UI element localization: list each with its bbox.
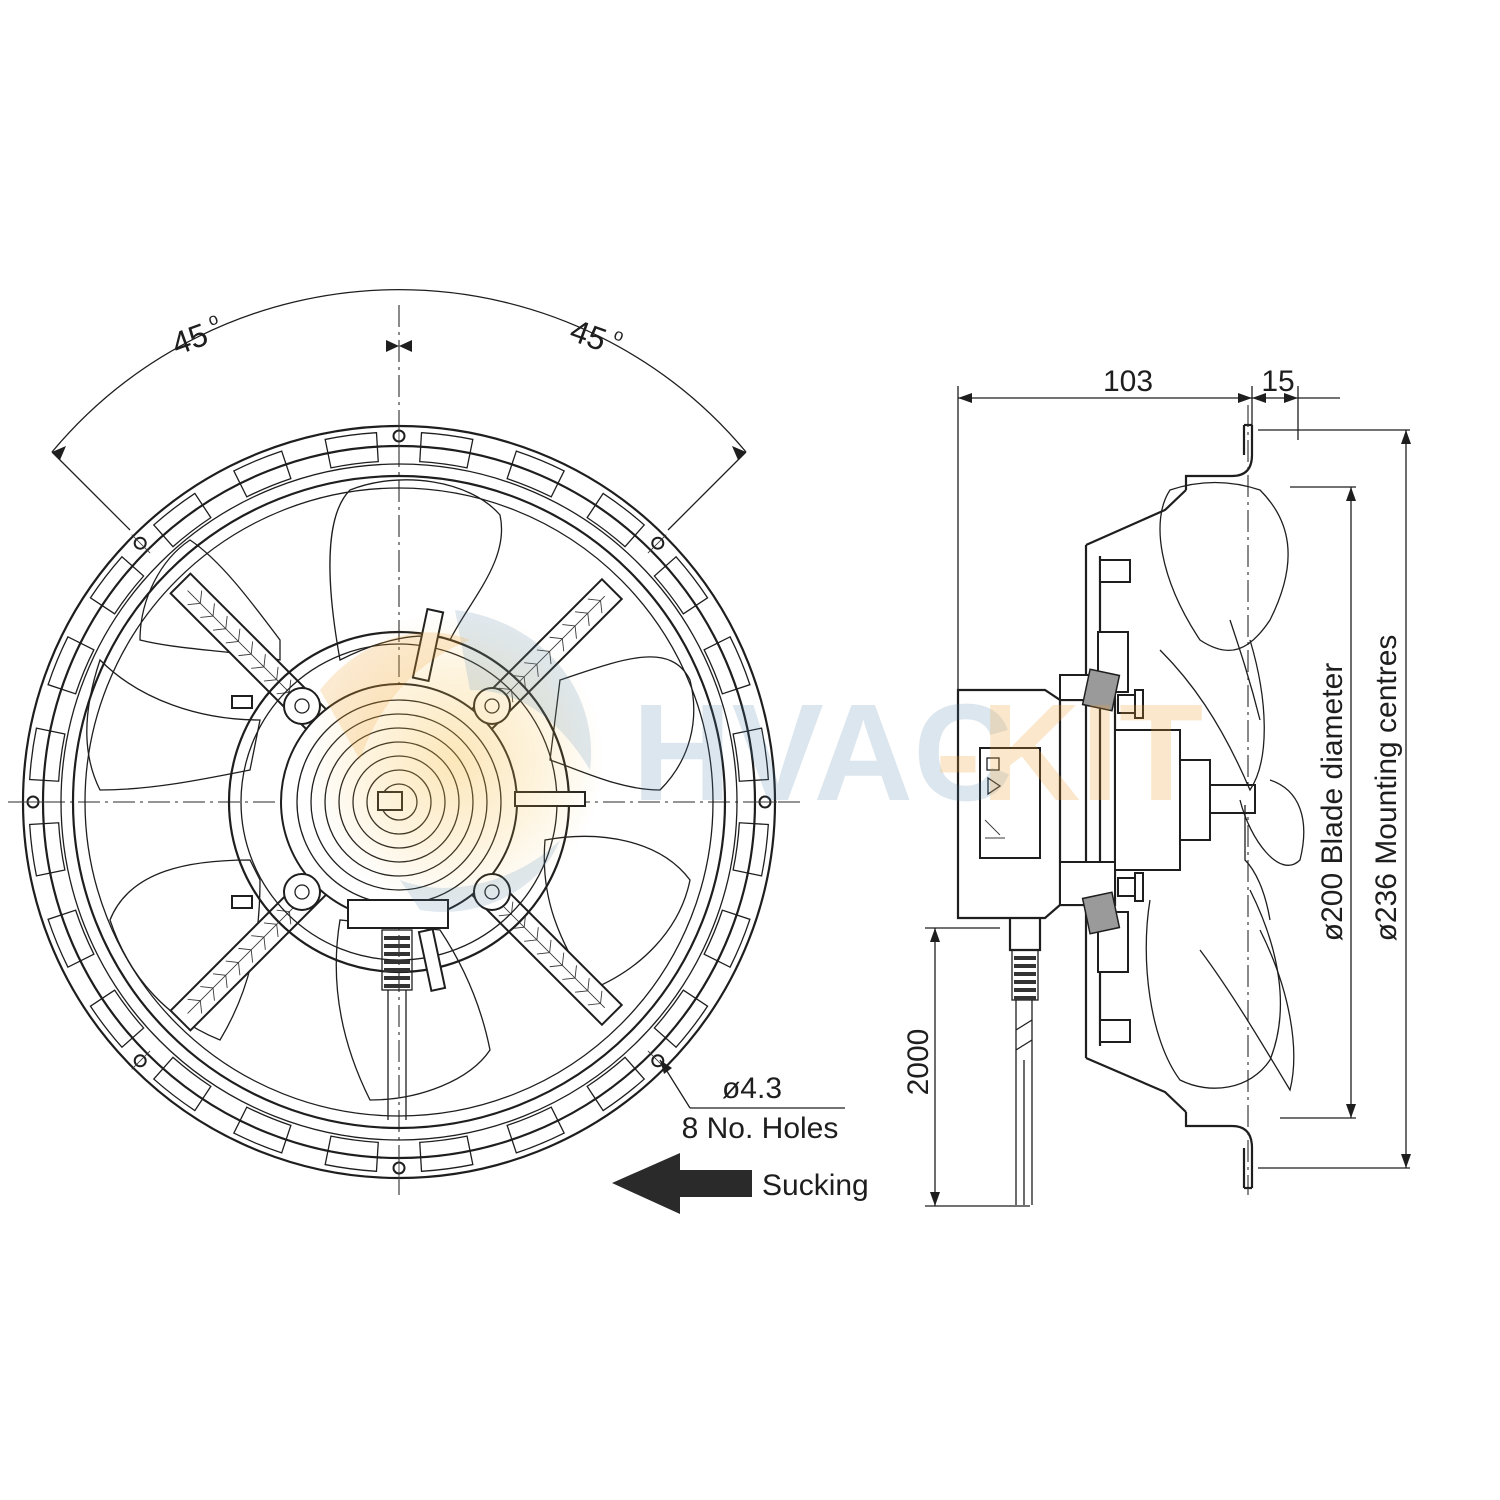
ring-slot (419, 431, 474, 469)
hole-diameter-label: ø4.3 (722, 1072, 782, 1105)
ring-slot (89, 989, 145, 1049)
power-cable (1008, 918, 1042, 1205)
ring-slot (152, 492, 212, 548)
ring-slot (732, 727, 770, 782)
motor-body (956, 668, 1256, 935)
ring-slot (232, 450, 292, 498)
blade-profiles (1145, 481, 1305, 1092)
airflow-label: Sucking (762, 1169, 869, 1202)
ring-slot (232, 1106, 292, 1154)
angle-unit-left: o (205, 309, 220, 330)
angle-label-right: 45 (565, 312, 611, 358)
airflow-arrow (612, 1153, 752, 1214)
ring-slot (324, 1135, 379, 1172)
ring-slot (47, 909, 95, 969)
ring-slot (28, 822, 66, 877)
diameter-dimensions (1258, 429, 1411, 1169)
angle-label-left: 45 (167, 316, 213, 362)
ring-slot (47, 635, 95, 695)
watermark-text-2: -KIT (935, 676, 1203, 830)
ring-slot (506, 450, 566, 498)
watermark-text-1: HVAC (632, 676, 1013, 830)
angle-unit-right: o (611, 324, 626, 345)
cable-length-dimension (925, 927, 1030, 1207)
watermark-logo: HVAC -KIT (305, 610, 1203, 912)
mounting-centres-label: ø236 Mounting centres (1370, 635, 1403, 942)
ring-slot (152, 1056, 212, 1112)
angle-dimension (51, 289, 747, 531)
ring-slots (28, 431, 770, 1172)
hole-count-label: 8 No. Holes (682, 1112, 839, 1145)
ring-slot (89, 555, 145, 615)
ring-slot (419, 1135, 474, 1172)
depth-dimension (957, 386, 1340, 690)
ring-slot (703, 909, 751, 969)
hole-callout (659, 1059, 845, 1109)
depth-label: 103 (1103, 365, 1153, 398)
ring-slot (506, 1106, 566, 1154)
ring-slot (653, 555, 709, 615)
inner-ring (71, 474, 727, 1130)
ring-slot (653, 989, 709, 1049)
ring-slot (28, 727, 66, 782)
side-view: 103 15 2000 ø200 Blade diameter ø236 Mou… (902, 365, 1411, 1207)
ring-slot (586, 492, 646, 548)
ring-slot (703, 635, 751, 695)
mounting-holes (21, 424, 777, 1180)
ring-slot (732, 822, 770, 877)
ring-slot (586, 1056, 646, 1112)
cable-length-label: 2000 (902, 1029, 935, 1096)
blade-diameter-label: ø200 Blade diameter (1316, 663, 1349, 942)
flange-label: 15 (1261, 365, 1294, 398)
ring-slot (324, 431, 379, 469)
